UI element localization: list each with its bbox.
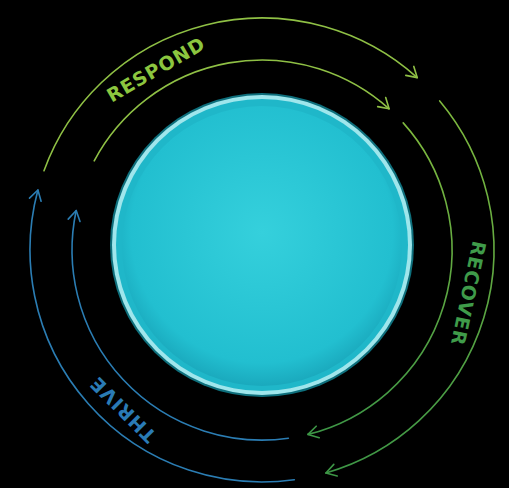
arrowhead	[326, 464, 337, 476]
phase-label: RESPOND	[101, 31, 212, 107]
arrowhead	[378, 98, 389, 109]
arrowhead	[308, 426, 319, 438]
arrowhead	[30, 190, 42, 201]
dish-rim	[112, 95, 412, 395]
dish-wall	[116, 99, 408, 391]
arrowhead	[68, 211, 80, 222]
respond-arc-outer	[44, 18, 417, 171]
dish-medium	[122, 106, 402, 386]
thrive-arc-outer	[30, 190, 294, 482]
dish-shadow	[110, 93, 414, 397]
recover-arc-inner	[308, 123, 452, 435]
arrowhead	[406, 66, 417, 77]
phase-label: THRIVE	[84, 370, 163, 449]
phase-label: RECOVER	[446, 237, 490, 351]
